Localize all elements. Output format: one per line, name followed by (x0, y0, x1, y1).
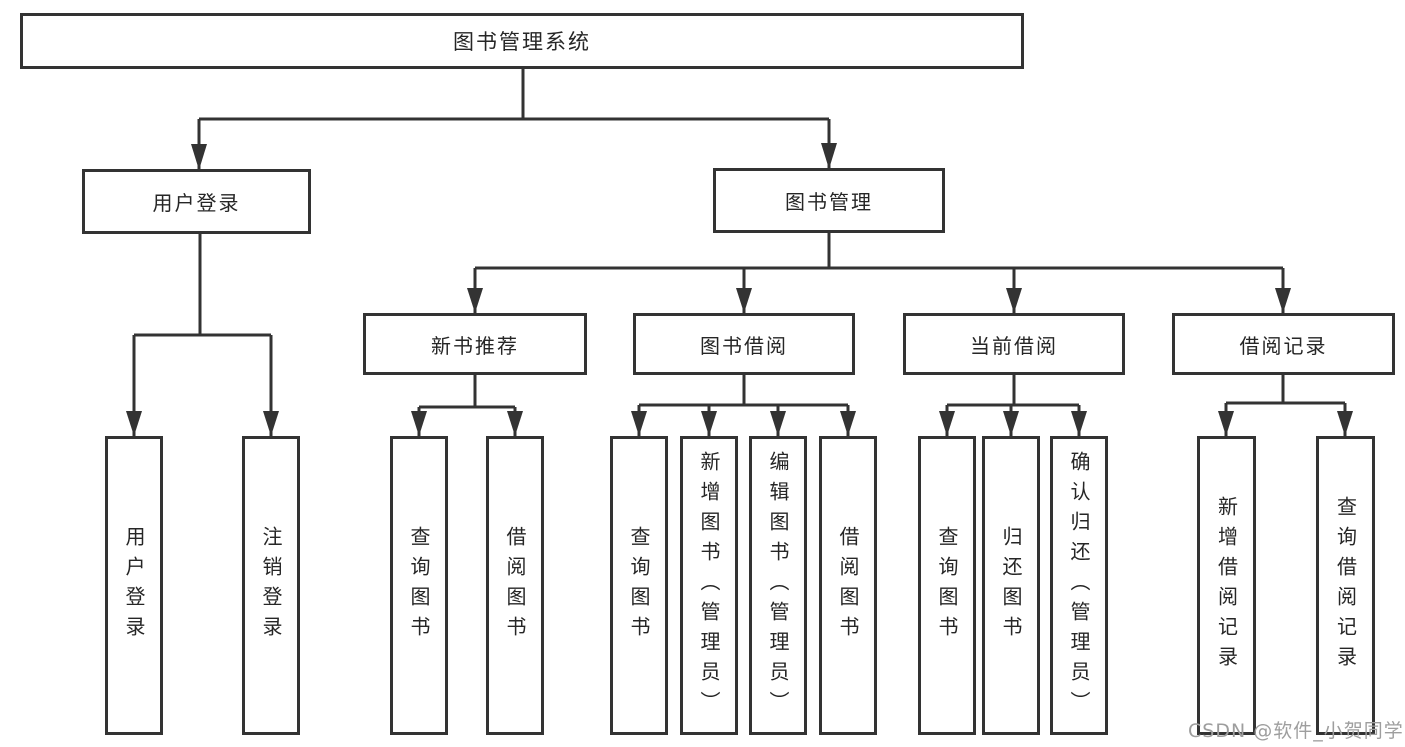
leaf-borrow-borrow-books: 借阅图书 (819, 436, 877, 735)
leaf-current-query-books-label: 查询图书 (935, 525, 959, 646)
leaf-logout-login: 注销登录 (242, 436, 300, 735)
node-book-management-label: 图书管理 (785, 190, 873, 214)
node-current-borrow: 当前借阅 (903, 313, 1125, 375)
leaf-return-books-label: 归还图书 (999, 525, 1023, 646)
leaf-user-login: 用户登录 (105, 436, 163, 735)
node-root-label: 图书管理系统 (453, 30, 591, 54)
node-book-management: 图书管理 (713, 168, 945, 233)
leaf-recommend-borrow-books: 借阅图书 (486, 436, 544, 735)
node-book-borrow: 图书借阅 (633, 313, 855, 375)
node-root: 图书管理系统 (20, 13, 1024, 69)
node-user-login-label: 用户登录 (152, 191, 241, 215)
leaf-return-books: 归还图书 (982, 436, 1040, 735)
leaf-add-borrow-record: 新增借阅记录 (1197, 436, 1256, 735)
leaf-confirm-return-admin: 确认归还（管理员） (1050, 436, 1108, 735)
node-user-login: 用户登录 (82, 169, 311, 234)
leaf-recommend-query-books: 查询图书 (390, 436, 448, 735)
leaf-user-login-label: 用户登录 (122, 525, 146, 646)
node-new-book-recommend-label: 新书推荐 (431, 333, 519, 358)
leaf-add-borrow-record-label: 新增借阅记录 (1214, 495, 1239, 676)
leaf-add-books-admin-label: 新增图书（管理员） (697, 450, 721, 721)
leaf-add-books-admin: 新增图书（管理员） (680, 436, 738, 735)
leaf-recommend-query-books-label: 查询图书 (407, 525, 431, 646)
leaf-confirm-return-admin-label: 确认归还（管理员） (1067, 450, 1091, 721)
connector-paths (132, 69, 1347, 436)
leaf-borrow-query-books: 查询图书 (610, 436, 668, 735)
node-current-borrow-label: 当前借阅 (970, 333, 1058, 358)
leaf-borrow-borrow-books-label: 借阅图书 (836, 525, 860, 646)
leaf-recommend-borrow-books-label: 借阅图书 (503, 525, 527, 646)
leaf-query-borrow-record: 查询借阅记录 (1316, 436, 1375, 735)
watermark: CSDN @软件_小贺同学 (1188, 720, 1404, 742)
leaf-logout-login-label: 注销登录 (259, 525, 283, 646)
node-borrow-records: 借阅记录 (1172, 313, 1395, 375)
leaf-edit-books-admin: 编辑图书（管理员） (749, 436, 807, 735)
node-borrow-records-label: 借阅记录 (1239, 333, 1328, 358)
leaf-query-borrow-record-label: 查询借阅记录 (1333, 495, 1358, 676)
node-new-book-recommend: 新书推荐 (363, 313, 587, 375)
leaf-borrow-query-books-label: 查询图书 (627, 525, 651, 646)
node-book-borrow-label: 图书借阅 (700, 333, 788, 358)
leaf-current-query-books: 查询图书 (918, 436, 976, 735)
leaf-edit-books-admin-label: 编辑图书（管理员） (766, 450, 790, 721)
